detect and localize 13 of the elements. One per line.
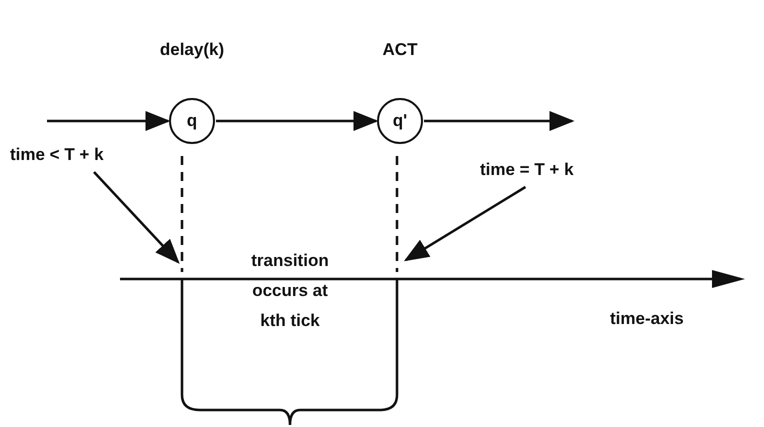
time-condition-label: time = T + k (480, 160, 620, 184)
state-heading: ACT (382, 40, 418, 60)
axis-label: time-axis (610, 308, 685, 330)
state-heading: delay(k) (158, 40, 226, 60)
leader-arrow (404, 186, 526, 262)
state-circle: q' (377, 98, 423, 144)
arrow (47, 111, 170, 131)
leader-arrow (93, 171, 180, 264)
state-circle: q (169, 98, 215, 144)
time-condition-label: time < T + k (10, 145, 150, 169)
brace-note: transition occurs at kth tick (250, 250, 330, 332)
arrow (424, 111, 574, 131)
arrow (216, 111, 378, 131)
